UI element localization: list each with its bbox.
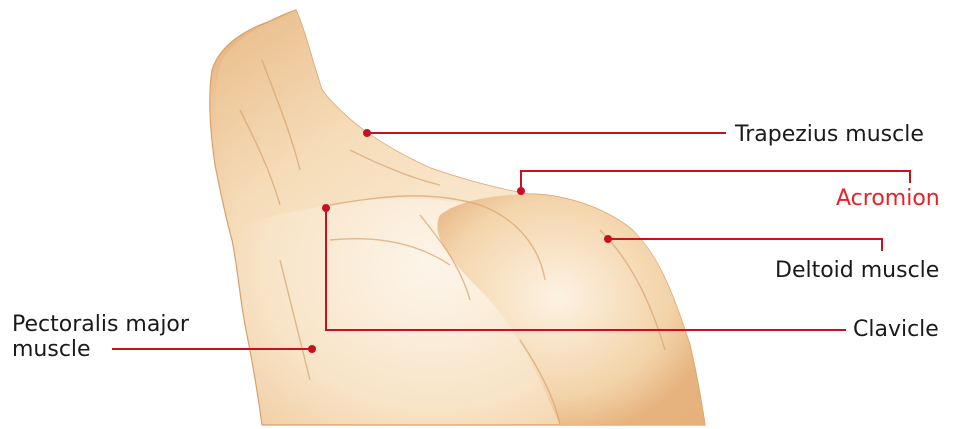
pectoralis-label-line2: muscle [12, 337, 189, 362]
pectoralis-label-line1: Pectoralis major [12, 312, 189, 337]
acromion-label: Acromion [836, 186, 940, 211]
neck-region [216, 10, 528, 225]
trapezius-label: Trapezius muscle [735, 122, 924, 147]
clavicle-label: Clavicle [853, 317, 939, 342]
pectoralis-label: Pectoralis major muscle [12, 312, 189, 363]
deltoid-label: Deltoid muscle [775, 258, 939, 283]
